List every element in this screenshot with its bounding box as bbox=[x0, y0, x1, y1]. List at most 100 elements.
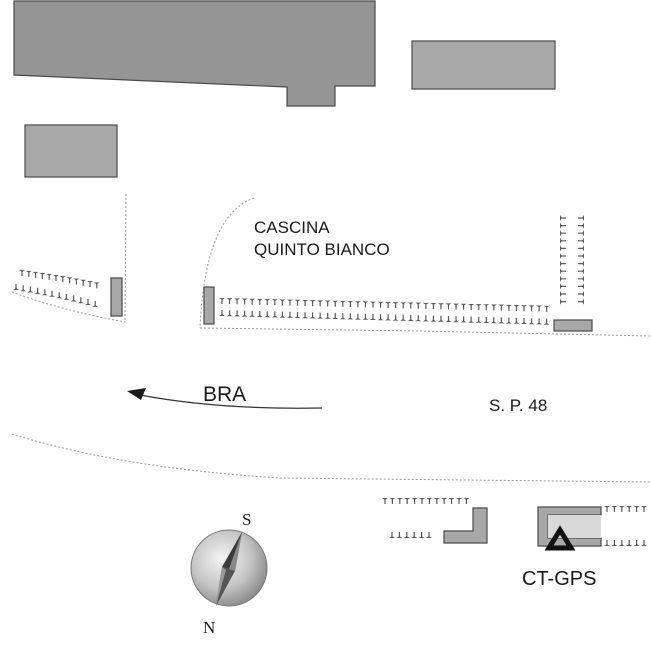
tree-icon bbox=[226, 298, 233, 305]
tree-icon bbox=[543, 305, 550, 312]
tree-icon bbox=[63, 293, 70, 300]
compass-north-label: N bbox=[203, 618, 215, 637]
tree-icon bbox=[70, 295, 77, 302]
tree-icon bbox=[362, 301, 369, 308]
tree-icon bbox=[256, 311, 263, 317]
tree-icon bbox=[389, 498, 396, 504]
tree-icon bbox=[460, 303, 467, 310]
tree-icon bbox=[560, 260, 566, 267]
tree-icon bbox=[498, 304, 505, 311]
tree-icon bbox=[27, 286, 34, 293]
tree-icon bbox=[85, 299, 91, 305]
tree-icon bbox=[483, 317, 490, 323]
tree-icon bbox=[578, 215, 584, 221]
tree-icon bbox=[426, 498, 433, 504]
tree-icon bbox=[347, 313, 354, 320]
tree-icon bbox=[468, 316, 475, 323]
tree-icon bbox=[249, 298, 256, 305]
tree-icon bbox=[362, 313, 369, 320]
gate-post-farm bbox=[203, 286, 215, 325]
tree-icon bbox=[39, 272, 46, 279]
tree-icon bbox=[578, 275, 584, 282]
tree-icon bbox=[445, 316, 452, 322]
tree-icon bbox=[279, 311, 286, 318]
gps-station-marker bbox=[544, 525, 576, 551]
tree-icon bbox=[460, 316, 467, 323]
tree-icon bbox=[578, 260, 584, 267]
tree-icon bbox=[332, 313, 339, 319]
tree-icon bbox=[53, 275, 59, 281]
tree-icon bbox=[433, 498, 440, 504]
side-road-left-edge bbox=[124, 193, 127, 323]
tree-icon bbox=[77, 297, 84, 304]
tree-icon bbox=[407, 315, 414, 321]
tree-icon bbox=[578, 222, 584, 229]
tree-icon bbox=[430, 315, 437, 322]
tree-icon bbox=[339, 313, 346, 320]
tree-icon bbox=[604, 540, 610, 546]
tree-icon bbox=[437, 315, 444, 322]
tree-icon bbox=[56, 292, 63, 299]
tree-icon bbox=[80, 279, 87, 286]
tree-icon bbox=[309, 300, 316, 307]
tree-icon bbox=[411, 498, 418, 504]
tree-icon bbox=[404, 498, 411, 504]
tree-icon bbox=[354, 313, 361, 320]
tree-icon bbox=[226, 310, 233, 317]
tree-icon bbox=[475, 316, 482, 323]
tree-icon bbox=[389, 532, 395, 538]
tree-icon bbox=[241, 310, 248, 317]
tree-icon bbox=[483, 304, 490, 311]
tree-icon bbox=[234, 298, 241, 305]
tree-icon bbox=[560, 215, 566, 221]
tree-icon bbox=[25, 270, 32, 277]
tree-icon bbox=[505, 304, 512, 311]
tree-icon bbox=[41, 289, 48, 296]
tree-icon bbox=[560, 230, 566, 237]
tree-icon bbox=[400, 314, 407, 321]
tree-icon bbox=[633, 506, 640, 512]
tree-icon bbox=[618, 540, 625, 546]
tree-icon bbox=[407, 302, 414, 309]
farm-name-line1: CASCINA bbox=[254, 218, 330, 237]
tree-icon bbox=[448, 498, 455, 504]
tree-icon bbox=[578, 291, 584, 297]
tree-icon bbox=[385, 301, 392, 308]
tree-icon bbox=[302, 312, 309, 319]
tree-icon bbox=[626, 506, 633, 512]
tree-icon bbox=[560, 245, 566, 252]
tree-icon bbox=[309, 312, 316, 319]
tree-icon bbox=[20, 285, 27, 292]
tree-icon bbox=[618, 506, 625, 512]
tree-icon bbox=[46, 273, 53, 280]
gate-post-left bbox=[110, 277, 123, 317]
tree-icon bbox=[13, 284, 19, 290]
large-building bbox=[13, 0, 376, 107]
tree-icon bbox=[66, 277, 73, 284]
direction-label: BRA bbox=[203, 383, 246, 406]
tree-icon bbox=[219, 298, 225, 304]
tree-icon bbox=[241, 298, 248, 305]
tree-icon bbox=[641, 540, 647, 546]
small-shed-right bbox=[553, 319, 593, 332]
tree-icon bbox=[59, 276, 66, 283]
tree-icon bbox=[468, 303, 475, 310]
tree-icon bbox=[377, 314, 384, 321]
tree-icon bbox=[422, 302, 429, 309]
tree-icon bbox=[377, 301, 384, 308]
tree-icon bbox=[426, 532, 432, 538]
tree-icon bbox=[411, 532, 418, 538]
tree-icon bbox=[521, 318, 527, 324]
tree-icon bbox=[332, 300, 339, 307]
tree-icon bbox=[536, 305, 543, 312]
direction-arrow bbox=[127, 388, 323, 409]
tree-icon bbox=[528, 318, 535, 325]
farm-entrance-curve bbox=[199, 197, 255, 329]
tree-icon bbox=[324, 312, 331, 319]
tree-icon bbox=[560, 237, 566, 244]
road-label: S. P. 48 bbox=[489, 396, 547, 415]
tree-icon bbox=[578, 245, 584, 252]
tree-icon bbox=[87, 281, 93, 287]
building-top-right bbox=[411, 40, 556, 90]
tree-icon bbox=[560, 275, 566, 282]
